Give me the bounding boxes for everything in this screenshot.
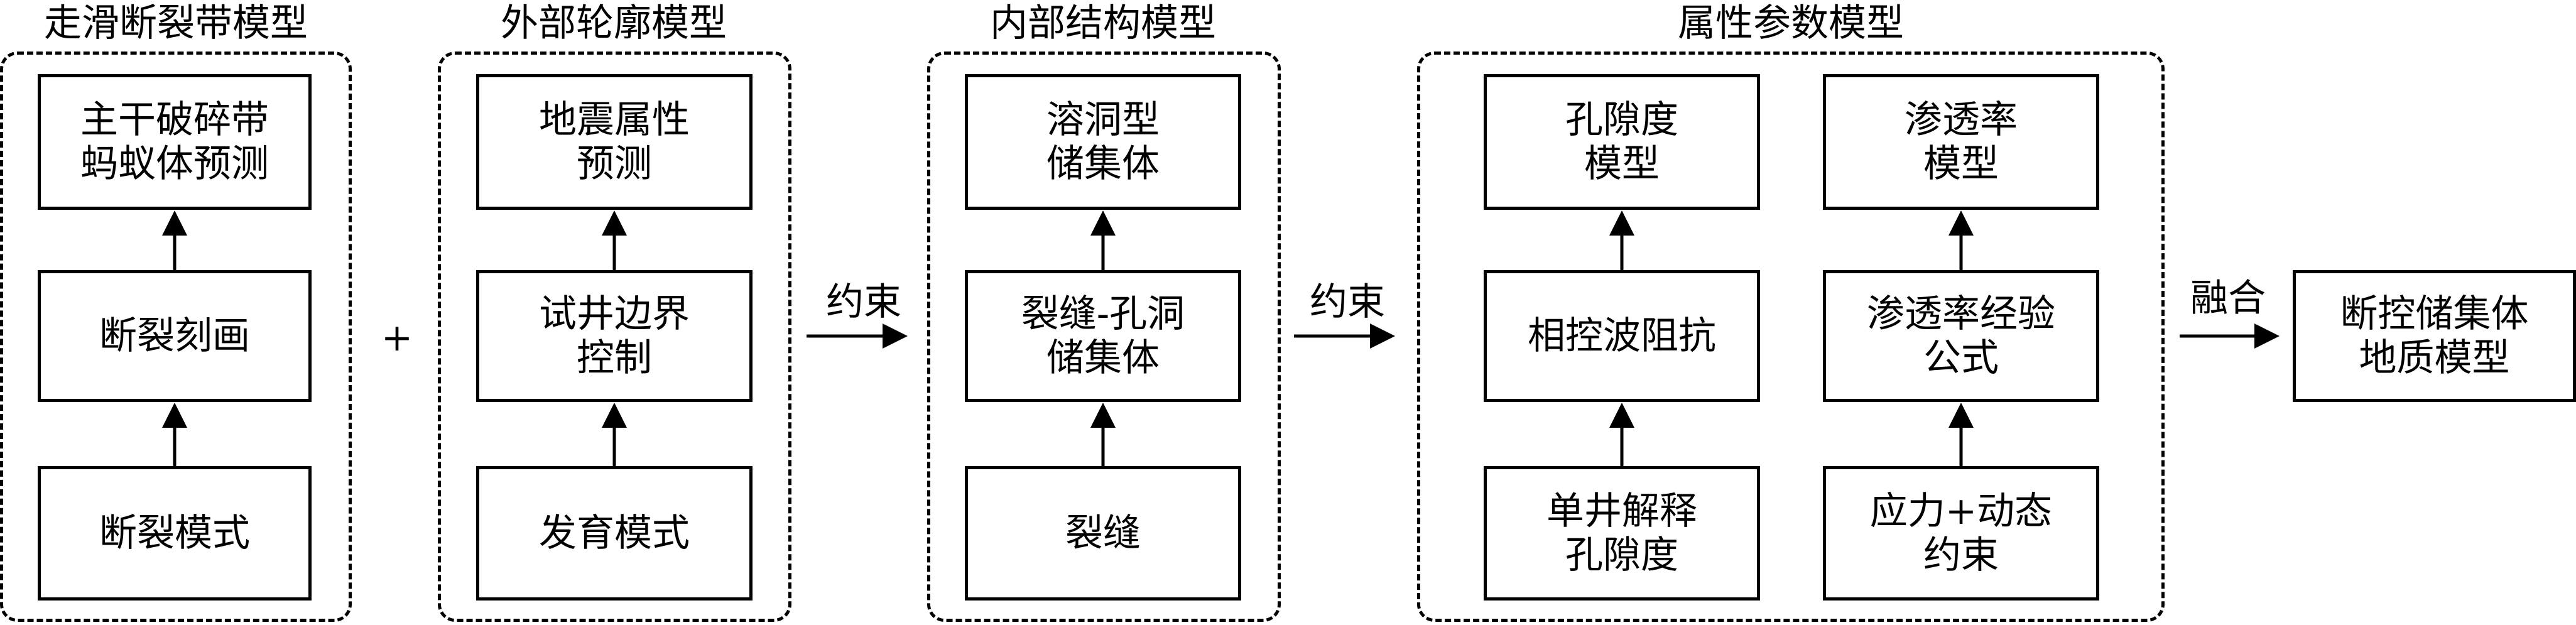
box-line: 地质模型	[2359, 336, 2510, 380]
constraint-label-2: 约束	[1310, 280, 1385, 324]
facies-impedance-box: 相控波阻抗	[1484, 270, 1760, 402]
box-line: 断控储集体	[2340, 292, 2529, 336]
box-line: 溶洞型	[1046, 98, 1160, 142]
stress-dynamic-constraint-box: 应力+动态 约束	[1823, 466, 2099, 601]
box-line: 控制	[577, 336, 652, 380]
box-line: 发育模式	[539, 511, 690, 555]
outer-contour-group	[438, 52, 791, 622]
box-line: 渗透率	[1905, 98, 2018, 142]
well-test-boundary-box: 试井边界 控制	[476, 270, 753, 402]
porosity-model-box: 孔隙度 模型	[1484, 74, 1760, 210]
box-line: 应力+动态	[1869, 489, 2053, 533]
permeability-formula-box: 渗透率经验 公式	[1823, 270, 2099, 402]
box-line: 孔隙度	[1565, 533, 1678, 577]
permeability-model-box: 渗透率 模型	[1823, 74, 2099, 210]
box-line: 储集体	[1046, 142, 1160, 186]
attribute-parameter-group-title: 属性参数模型	[1678, 1, 1904, 45]
box-line: 约束	[1923, 533, 1999, 577]
internal-structure-group-title: 内部结构模型	[990, 1, 1216, 45]
box-line: 主干破碎带	[80, 98, 269, 142]
internal-structure-group	[927, 52, 1281, 622]
box-line: 相控波阻抗	[1528, 314, 1716, 358]
box-line: 模型	[1923, 142, 1999, 186]
attribute-parameter-group	[1417, 52, 2165, 622]
box-line: 孔隙度	[1565, 98, 1678, 142]
fault-characterization-box: 断裂刻画	[38, 270, 312, 402]
box-line: 蚂蚁体预测	[80, 142, 269, 186]
trunk-fracture-zone-box: 主干破碎带 蚂蚁体预测	[38, 74, 312, 210]
constraint-label-1: 约束	[826, 280, 901, 324]
fault-controlled-reservoir-model-box: 断控储集体 地质模型	[2293, 270, 2576, 402]
cave-reservoir-box: 溶洞型 储集体	[965, 74, 1241, 210]
box-line: 预测	[577, 142, 652, 186]
fracture-vug-reservoir-box: 裂缝-孔洞 储集体	[965, 270, 1241, 402]
box-line: 裂缝	[1065, 511, 1141, 555]
plus-sign: +	[381, 316, 413, 360]
fusion-label: 融合	[2190, 276, 2266, 320]
development-pattern-box: 发育模式	[476, 466, 753, 601]
box-line: 模型	[1584, 142, 1660, 186]
box-line: 断裂模式	[99, 511, 250, 555]
box-line: 储集体	[1046, 336, 1160, 380]
strike-slip-group-title: 走滑断裂带模型	[44, 1, 308, 45]
box-line: 断裂刻画	[99, 314, 250, 358]
seismic-attribute-box: 地震属性 预测	[476, 74, 753, 210]
box-line: 单井解释	[1546, 489, 1697, 533]
outer-contour-group-title: 外部轮廓模型	[501, 1, 727, 45]
box-line: 渗透率经验	[1867, 292, 2055, 336]
box-line: 公式	[1923, 336, 1999, 380]
box-line: 裂缝-孔洞	[1021, 292, 1185, 336]
fracture-box: 裂缝	[965, 466, 1241, 601]
single-well-porosity-box: 单井解释 孔隙度	[1484, 466, 1760, 601]
box-line: 试井边界	[539, 292, 690, 336]
fault-pattern-box: 断裂模式	[38, 466, 312, 601]
box-line: 地震属性	[539, 98, 690, 142]
strike-slip-group	[0, 52, 352, 622]
